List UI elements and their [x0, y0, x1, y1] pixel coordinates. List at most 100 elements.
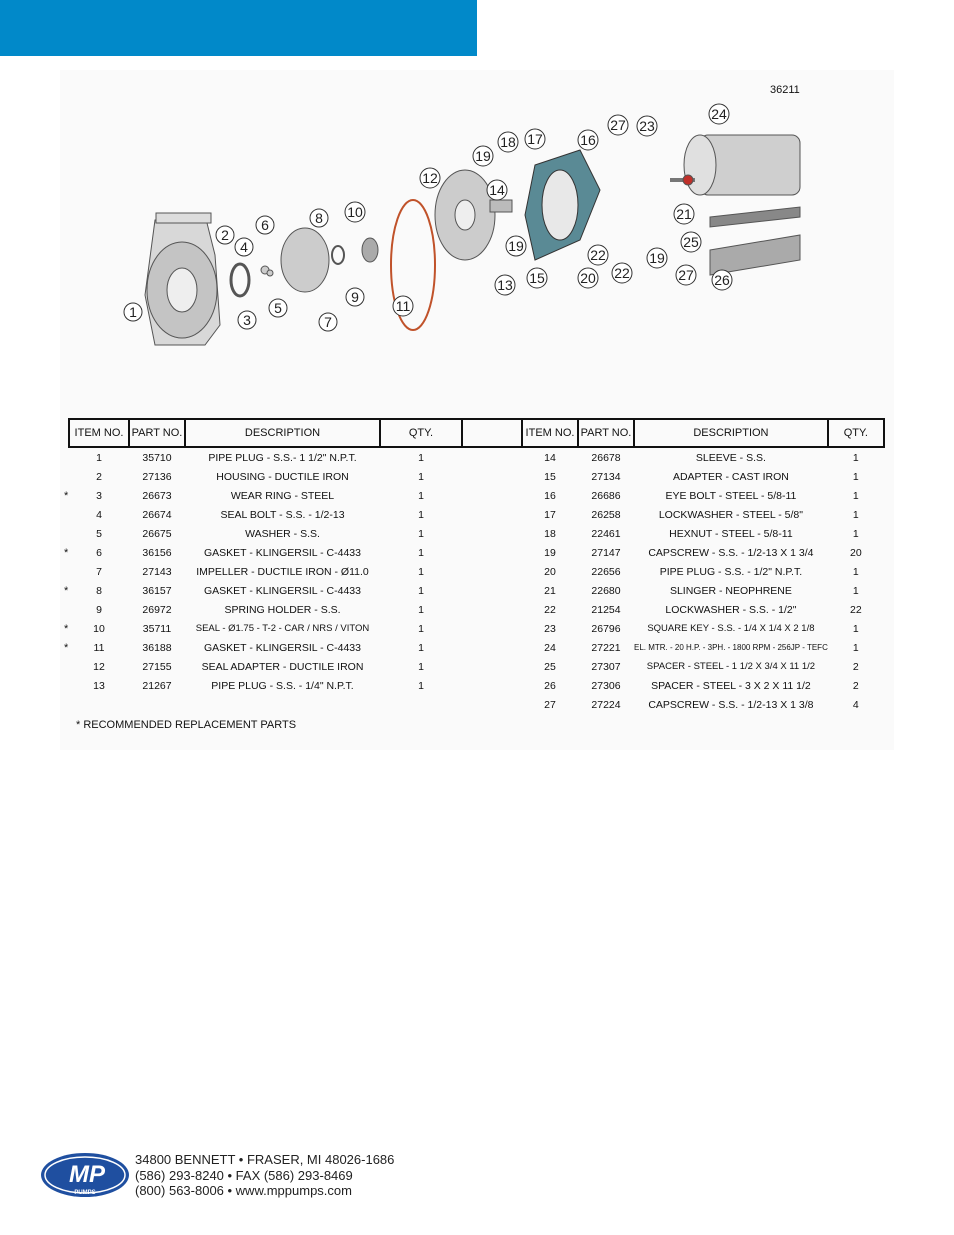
part-no: 22656	[591, 565, 621, 578]
exploded-pump-diagram: 1 2 3 4 5 6 7 8 9 10 11 12 13 14 15 16 1…	[123, 103, 801, 346]
callout-2: 2	[215, 225, 235, 245]
svg-text:15: 15	[529, 270, 545, 286]
svg-text:19: 19	[649, 250, 665, 266]
qty: 2	[852, 679, 859, 692]
description: CAPSCREW - S.S. - 1/2-13 X 1 3/4	[648, 546, 814, 559]
mp-pumps-logo: MP PUMPS	[41, 1153, 129, 1197]
callout-12: 12	[419, 167, 441, 189]
description: SPRING HOLDER - S.S.	[224, 603, 341, 616]
qty: 1	[418, 584, 424, 597]
svg-text:14: 14	[489, 182, 505, 198]
item-no: 9	[96, 603, 102, 616]
svg-text:11: 11	[396, 298, 411, 314]
svg-text:1: 1	[129, 304, 137, 320]
part-no: 26972	[142, 603, 172, 616]
col-item-no: ITEM NO.	[68, 418, 130, 448]
item-no: 24	[544, 641, 556, 654]
item-no: 26	[544, 679, 556, 692]
description: SPACER - STEEL - 1 1/2 X 3/4 X 11 1/2	[646, 661, 816, 672]
part-no: 26678	[591, 451, 621, 464]
spacer-cell	[462, 543, 522, 562]
svg-text:22: 22	[614, 265, 630, 281]
callout-7: 7	[318, 312, 338, 332]
callout-1: 1	[123, 302, 143, 322]
spacer-cell	[462, 619, 522, 638]
qty: 1	[418, 451, 424, 464]
part-no: 27147	[591, 546, 621, 559]
spacer-cell	[462, 486, 522, 505]
qty: 1	[852, 622, 859, 635]
qty: 4	[852, 698, 859, 711]
description: WEAR RING - STEEL	[230, 489, 335, 502]
svg-text:27: 27	[610, 117, 626, 133]
spacer-cell	[462, 467, 522, 486]
pump-housing	[144, 212, 221, 346]
item-no: 19	[544, 546, 556, 559]
svg-text:12: 12	[422, 170, 438, 186]
part-no: 27307	[591, 660, 621, 673]
svg-text:3: 3	[243, 312, 251, 328]
description: EYE BOLT - STEEL - 5/8-11	[665, 489, 797, 502]
svg-text:10: 10	[347, 204, 363, 220]
callout-20: 20	[577, 267, 599, 289]
spacer-cell	[462, 638, 522, 657]
qty: 1	[418, 641, 424, 654]
item-no: 8	[96, 584, 102, 597]
contact-info: 34800 BENNETT • FRASER, MI 48026-1686 (5…	[135, 1152, 394, 1199]
item-no: 16	[544, 489, 556, 502]
logo-text: MP	[69, 1161, 106, 1188]
description: WASHER - S.S.	[245, 527, 320, 540]
callout-15: 15	[526, 267, 548, 289]
qty: 2	[852, 660, 859, 673]
description: LOCKWASHER - STEEL - 5/8"	[658, 508, 803, 521]
svg-text:4: 4	[240, 239, 248, 255]
part-no: 36157	[142, 584, 172, 597]
description: SEAL - Ø1.75 - T-2 - CAR / NRS / VITON	[195, 623, 370, 634]
part-no: 26258	[591, 508, 621, 521]
col-spacer	[461, 418, 523, 448]
description: HEXNUT - STEEL - 5/8-11	[669, 527, 793, 540]
item-no: 22	[544, 603, 556, 616]
svg-text:19: 19	[475, 148, 491, 164]
item-no: 11	[93, 641, 105, 654]
callout-13: 13	[494, 274, 516, 296]
part-no: 27155	[142, 660, 172, 673]
description: HOUSING - DUCTILE IRON	[216, 470, 349, 483]
part-no: 26673	[142, 489, 172, 502]
qty: 1	[418, 622, 424, 635]
replacement-marker: *	[64, 623, 69, 635]
svg-text:24: 24	[711, 106, 727, 122]
qty: 1	[852, 565, 859, 578]
svg-text:20: 20	[580, 270, 596, 286]
description: SEAL ADAPTER - DUCTILE IRON	[201, 660, 364, 673]
callout-26: 26	[711, 269, 733, 291]
description: LOCKWASHER - S.S. - 1/2"	[665, 603, 797, 616]
spacer-cell	[462, 505, 522, 524]
col-qty: QTY.	[379, 418, 463, 448]
callout-27b: 27	[675, 264, 697, 286]
part-no: 36188	[142, 641, 172, 654]
svg-text:22: 22	[590, 247, 606, 263]
description: SQUARE KEY - S.S. - 1/4 X 1/4 X 2 1/8	[647, 623, 815, 634]
col-description: DESCRIPTION	[184, 418, 381, 448]
item-no: 5	[96, 527, 102, 540]
qty: 1	[418, 508, 424, 521]
item-no: 20	[544, 565, 556, 578]
description: SLINGER - NEOPHRENE	[669, 584, 792, 597]
item-no: 6	[96, 546, 102, 559]
callout-9: 9	[345, 287, 365, 307]
part-no: 27306	[591, 679, 621, 692]
item-no: 25	[544, 660, 556, 673]
parts-table: ITEM NO. PART NO. DESCRIPTION QTY. ITEM …	[68, 418, 885, 714]
item-no: 10	[93, 622, 105, 635]
replacement-marker: *	[64, 490, 69, 502]
phone-line: (586) 293-8240 • FAX (586) 293-8469	[135, 1167, 353, 1183]
